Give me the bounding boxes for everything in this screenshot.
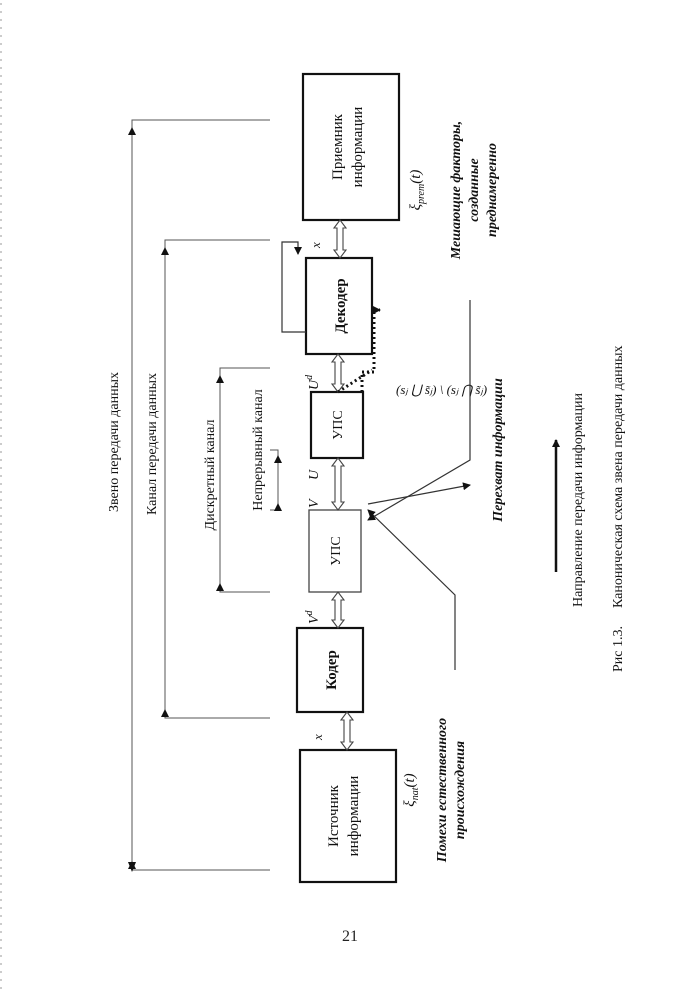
signal-v-d: Vd: [304, 609, 322, 624]
erasure-set-formula: (sⱼ ⋃ s̃ⱼ) \ (sⱼ ⋂ s̃ⱼ): [396, 382, 487, 397]
receiver-label-1: Приемник: [330, 113, 346, 180]
arrow-coder-modem: [330, 591, 346, 629]
direction-label: Направление передачи информации: [571, 392, 586, 607]
figure-caption-label: Рис 1.3.: [611, 626, 626, 672]
figure-caption-text: Каноническая схема звена передачи данных: [611, 345, 626, 608]
source-block: Источник информации: [298, 748, 398, 884]
intentional-noise-line-1: Мешающие факторы,: [449, 121, 464, 260]
arrow-source-coder: [339, 711, 355, 751]
page-margin-dots: [0, 0, 2, 990]
interception-arrow: [367, 482, 471, 505]
receiver-label-2: информации: [350, 107, 366, 188]
intentional-noise-line-2: созданные: [467, 158, 482, 221]
arrow-modem-decoder: [330, 353, 346, 393]
bracket-continuous-label: Непрерывный канал: [251, 389, 266, 511]
decoder-feedback-loop: [281, 241, 306, 333]
bracket-link-label: Звено передачи данных: [107, 372, 122, 512]
natural-noise-arrow: [367, 509, 456, 670]
bracket-discrete-label: Дискретный канал: [203, 420, 218, 531]
signal-v: V: [307, 498, 322, 508]
interception-annotation: Перехват информации: [491, 378, 506, 523]
modem-rx-block: УПС: [309, 390, 365, 460]
source-label-1: Источник: [326, 784, 342, 847]
page-number: 21: [342, 928, 358, 945]
natural-noise-symbol: ξnat(t): [402, 773, 421, 806]
erasure-feedback-path: [360, 310, 376, 392]
intentional-noise-line-3: преднамеренно: [485, 143, 500, 237]
arrow-decoder-receiver: [332, 219, 348, 259]
modem-rx-label: УПС: [331, 410, 346, 439]
source-label-2: информации: [346, 776, 362, 857]
modem-tx-block: УПС: [308, 509, 362, 593]
intentional-noise-annotation: ξprem(t) Мешающие факторы, созданные пре…: [408, 121, 500, 260]
interception-label: Перехват информации: [491, 378, 506, 523]
natural-noise-line-1: Помехи естественного: [435, 718, 450, 863]
signal-x-out: x: [308, 242, 323, 249]
natural-noise-annotation: ξnat(t) Помехи естественного происхожден…: [402, 718, 468, 863]
modem-tx-label: УПС: [329, 536, 344, 565]
natural-noise-line-2: происхождения: [453, 741, 468, 839]
intentional-noise-arrow: [367, 300, 471, 521]
erasure-feedback-line: [337, 368, 373, 394]
decoder-label: Декодер: [333, 278, 349, 333]
signal-u-d: Ud: [304, 374, 322, 390]
signal-x-in: x: [310, 734, 325, 741]
double-arrows: [330, 219, 355, 751]
coder-label: Кодер: [324, 650, 340, 690]
signal-u: U: [307, 469, 322, 480]
bracket-data-channel-label: Канал передачи данных: [145, 373, 160, 515]
intentional-noise-symbol: ξprem(t): [408, 170, 427, 211]
arrow-modem-modem: [330, 457, 346, 511]
receiver-block: Приемник информации: [301, 72, 401, 222]
decoder-block: Декодер: [304, 256, 374, 356]
coder-block: Кодер: [295, 626, 365, 714]
bracket-continuous-channel: [270, 449, 279, 511]
